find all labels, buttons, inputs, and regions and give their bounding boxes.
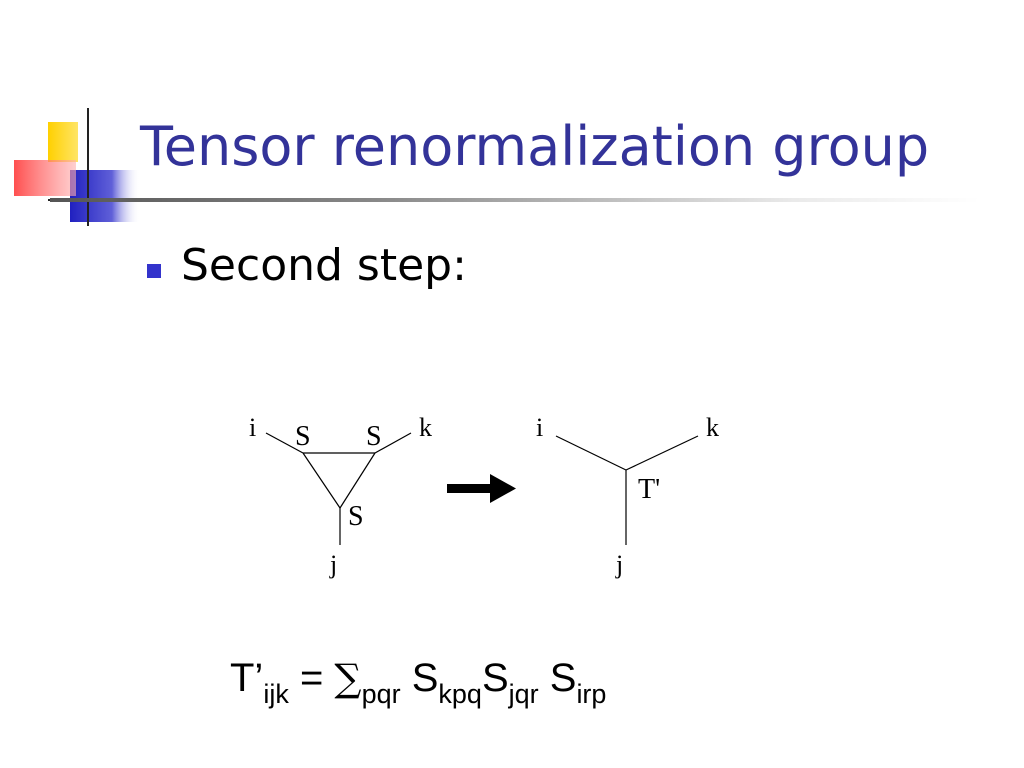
right-arrow-icon: [447, 474, 516, 503]
right-label-i: i: [536, 413, 543, 442]
formula-term-1-indices: kpq: [438, 679, 482, 709]
left-label-k: k: [419, 413, 432, 442]
right-label-k: k: [706, 413, 719, 442]
left-label-j: j: [329, 550, 337, 579]
renormalization-formula: T’ijk = ∑pqr SkpqSjqr Sirp: [230, 648, 606, 708]
title-divider: [50, 198, 980, 202]
left-tensor-s-right: S: [366, 421, 382, 452]
formula-term-3: S: [538, 656, 577, 700]
formula-term-2: S: [481, 656, 509, 700]
formula-lhs-indices: ijk: [263, 679, 289, 709]
left-label-i: i: [249, 413, 256, 442]
sum-sigma-icon: ∑: [334, 656, 362, 700]
left-tensor-network: [265, 432, 412, 545]
right-label-j: j: [615, 550, 623, 579]
formula-term-3-indices: irp: [576, 679, 607, 709]
left-tensor-s-bottom: S: [348, 501, 364, 532]
left-tensor-s-left: S: [295, 421, 311, 452]
page-title: Tensor renormalization group: [140, 115, 930, 178]
right-tensor-t-prime: T': [638, 474, 660, 505]
formula-sum-indices: pqr: [361, 679, 401, 709]
bullet-text: Second step:: [181, 240, 467, 291]
formula-term-1: S: [400, 656, 439, 700]
formula-lhs: T’: [230, 656, 264, 700]
formula-equals: =: [288, 656, 335, 700]
right-tensor-network: [555, 435, 699, 545]
formula-term-2-indices: jqr: [508, 679, 539, 709]
bullet-marker-icon: [147, 264, 161, 278]
